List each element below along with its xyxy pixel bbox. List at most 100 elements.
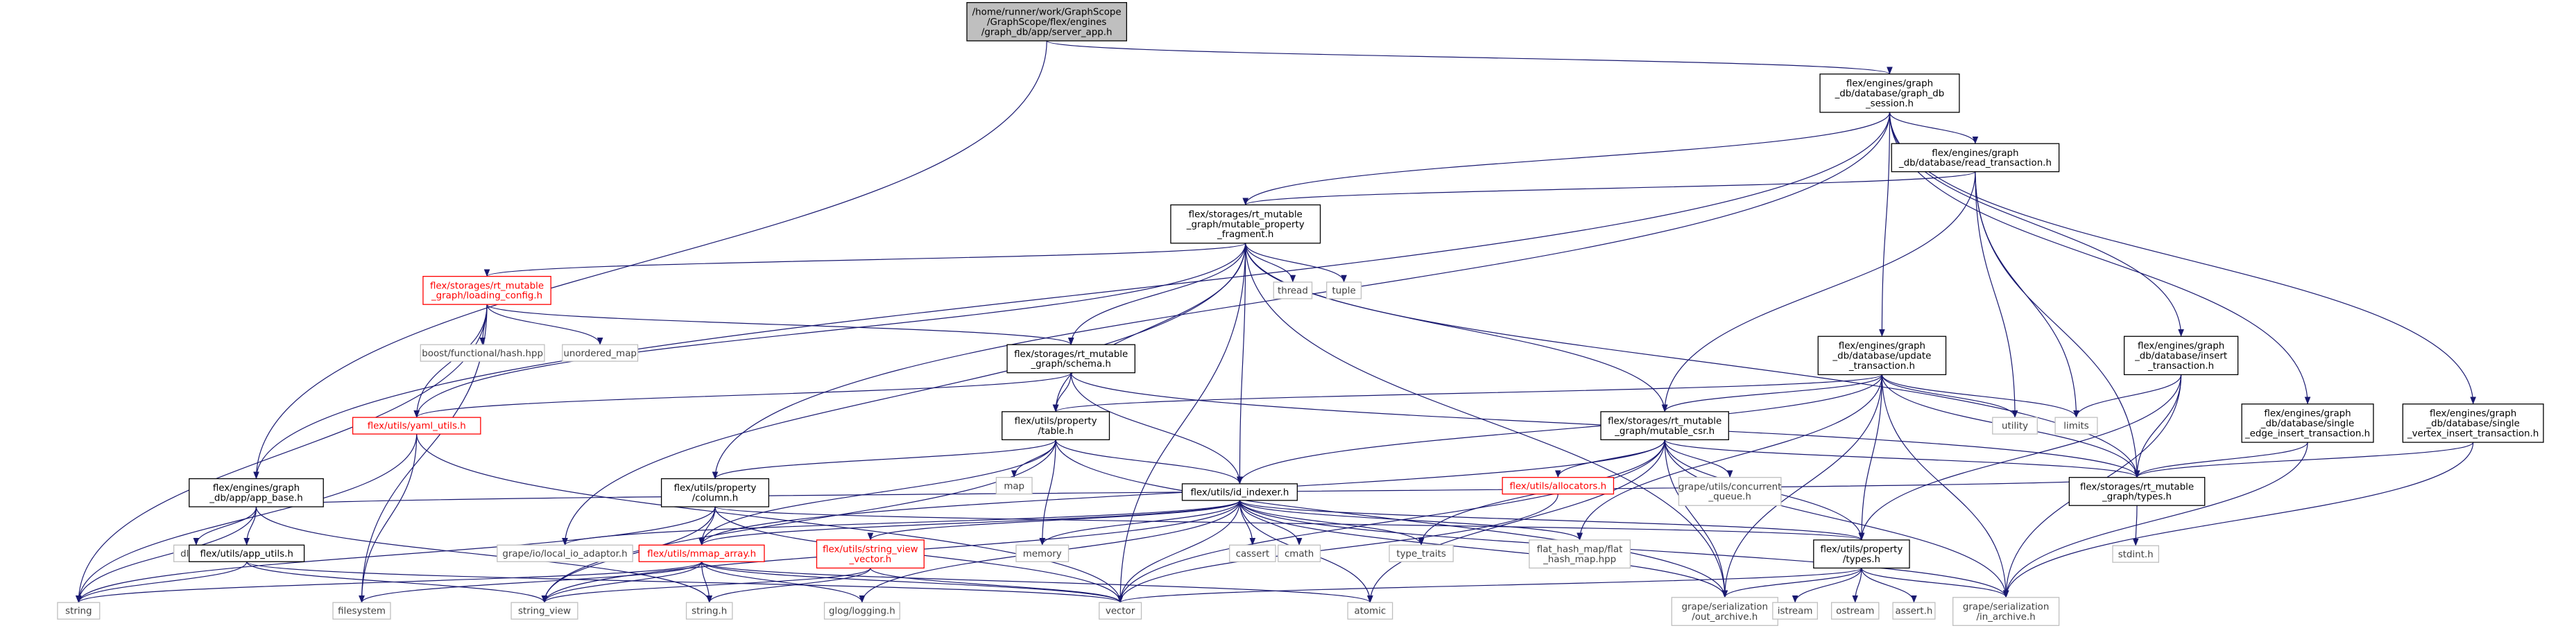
edge-root-to-graph_db_session	[1046, 40, 1893, 75]
node-rt-types[interactable]: flex/storages/rt_mutable_graph/types.h	[2068, 477, 2206, 506]
edge-graph_db_session-to-app_base	[253, 112, 1891, 480]
node-label-line: /home/runner/work/GraphScope	[972, 8, 1122, 18]
node-label-line: /table.h	[1038, 426, 1073, 437]
node-graph-db-session[interactable]: flex/engines/graph_db/database/graph_db_…	[1819, 73, 1960, 113]
edge-update_transaction-to-in_archive	[1881, 374, 2009, 598]
node-box	[1347, 602, 1393, 620]
node-label-line: flex/storages/rt_mutable	[430, 281, 544, 291]
node-box	[2112, 545, 2160, 563]
edge-insert_transaction-to-property_types	[1858, 374, 2182, 541]
edge-property_table-to-mmap_array	[698, 440, 1056, 546]
node-read-transaction[interactable]: flex/engines/graph_db/database/read_tran…	[1891, 143, 2060, 173]
node-label-line: flex/utils/allocators.h	[1509, 481, 1606, 491]
node-root: /home/runner/work/GraphScope/GraphScope/…	[966, 2, 1128, 42]
edge-property_types-to-assert	[1861, 568, 1917, 603]
node-label-line: flex/engines/graph	[2138, 341, 2224, 351]
node-label-line: flex/utils/property	[1015, 417, 1097, 427]
edge-yaml_utils-to-filesystem	[359, 434, 418, 603]
node-yaml-utils[interactable]: flex/utils/yaml_utils.h	[352, 417, 481, 435]
edge-property_table-to-out_archive	[1055, 440, 1728, 598]
edge-property_types-to-vector	[1117, 567, 1862, 603]
node-unordered-map: unordered_map	[562, 344, 639, 362]
node-type-traits: type_traits	[1389, 544, 1454, 562]
node-label-line: assert.h	[1896, 607, 1933, 617]
node-single-edge-insert[interactable]: flex/engines/graph_db/database/single_ed…	[2241, 403, 2374, 443]
edge-rt_types-to-stdint	[2132, 505, 2139, 546]
node-stdint: stdint.h	[2112, 545, 2160, 563]
node-vector: vector	[1099, 602, 1142, 620]
node-label-line: flex/engines/graph	[1839, 341, 1925, 351]
node-box	[562, 344, 639, 362]
node-id-indexer[interactable]: flex/utils/id_indexer.h	[1181, 483, 1298, 501]
edge-mutable_property_fragment-to-local_io_adaptor	[562, 243, 1246, 546]
node-string-view-vector[interactable]: flex/utils/string_view_vector.h	[816, 539, 925, 569]
edge-read_transaction-to-mutable_csr	[1661, 171, 1976, 412]
edge-app_utils-to-vector	[246, 561, 1124, 603]
node-box	[1326, 281, 1362, 299]
edge-loading_config-to-schema	[486, 304, 1074, 345]
edge-string_view_vector-to-vector	[870, 568, 1124, 603]
node-memory: memory	[1015, 544, 1070, 562]
node-box	[2402, 403, 2544, 443]
node-label-line: _db/database/single	[2260, 419, 2354, 429]
node-property-types[interactable]: flex/utils/property/types.h	[1813, 539, 1910, 569]
node-assert: assert.h	[1892, 602, 1936, 620]
node-box	[638, 544, 765, 562]
edge-single_edge_insert-to-in_archive	[2002, 442, 2308, 598]
edge-schema-to-yaml_utils	[413, 372, 1072, 418]
node-box	[1529, 539, 1631, 569]
edge-app_base-to-app_utils	[243, 507, 257, 546]
edge-id_indexer-to-cmath	[1239, 500, 1303, 546]
node-label-line: grape/utils/concurrent	[1678, 482, 1781, 492]
edge-mutable_csr-to-atomic	[1367, 440, 1665, 603]
node-label-line: grape/serialization	[1963, 602, 2049, 612]
node-label-line: _hash_map.hpp	[1543, 555, 1616, 565]
node-update-transaction[interactable]: flex/engines/graph_db/database/update_tr…	[1817, 336, 1947, 376]
node-label-line: /GraphScope/flex/engines	[987, 17, 1106, 28]
node-property-table[interactable]: flex/utils/property/table.h	[1002, 411, 1110, 441]
node-string: string	[57, 602, 101, 620]
node-label-line: cassert	[1236, 549, 1270, 559]
node-label-line: _transaction.h	[1848, 361, 1915, 372]
node-box	[2123, 336, 2239, 376]
edge-mutable_csr-to-rt_types	[1664, 439, 2140, 478]
edge-read_transaction-to-rt_types	[1975, 171, 2140, 478]
edge-schema-to-property_table	[1052, 372, 1072, 412]
node-box	[823, 602, 900, 620]
node-single-vertex-insert[interactable]: flex/engines/graph_db/database/single_ve…	[2402, 403, 2544, 443]
node-istream: istream	[1772, 602, 1818, 620]
node-label-line: _vector.h	[849, 555, 892, 565]
node-box	[1992, 417, 2038, 435]
node-label-line: _db/database/insert	[2134, 351, 2227, 361]
node-loading-config[interactable]: flex/storages/rt_mutable_graph/loading_c…	[422, 276, 551, 305]
node-label-line: filesystem	[338, 607, 386, 617]
edges	[76, 40, 2476, 603]
node-label-line: _fragment.h	[1217, 229, 1273, 240]
edge-update_transaction-to-limits	[1881, 374, 2079, 418]
edge-id_indexer-to-mmap_array	[698, 500, 1241, 546]
node-insert-transaction[interactable]: flex/engines/graph_db/database/insert_tr…	[2123, 336, 2239, 376]
node-mmap-array[interactable]: flex/utils/mmap_array.h	[638, 544, 765, 562]
node-box	[1830, 602, 1880, 620]
node-box	[2241, 403, 2374, 443]
node-out-archive: grape/serialization/out_archive.h	[1671, 597, 1778, 626]
node-mutable-csr[interactable]: flex/storages/rt_mutable_graph/mutable_c…	[1600, 411, 1729, 441]
node-app-utils[interactable]: flex/utils/app_utils.h	[189, 544, 305, 562]
node-label-line: flex/utils/app_utils.h	[200, 549, 293, 559]
node-label-line: string	[65, 607, 92, 617]
node-property-column[interactable]: flex/utils/property/column.h	[660, 478, 770, 507]
edge-mutable_csr-to-out_archive	[1664, 440, 1728, 598]
node-label-line: limits	[2063, 421, 2088, 432]
node-label-line: /in_archive.h	[1976, 612, 2035, 623]
edge-read_transaction-to-utility	[1975, 171, 2018, 418]
node-label-line: flex/utils/id_indexer.h	[1190, 487, 1289, 498]
edge-id_indexer-to-out_archive	[1239, 500, 1728, 598]
node-schema[interactable]: flex/storages/rt_mutable_graph/schema.h	[1006, 344, 1135, 374]
node-box	[2068, 477, 2206, 506]
node-allocators[interactable]: flex/utils/allocators.h	[1502, 477, 1615, 495]
node-label-line: flex/engines/graph	[2264, 409, 2351, 419]
node-mutable-property-fragment[interactable]: flex/storages/rt_mutable_graph/mutable_p…	[1170, 204, 1321, 244]
node-label-line: _db/database/single	[2425, 419, 2519, 429]
edge-mmap_array-to-glog	[701, 562, 866, 603]
node-app-base[interactable]: flex/engines/graph_db/app/app_base.h	[189, 478, 324, 507]
